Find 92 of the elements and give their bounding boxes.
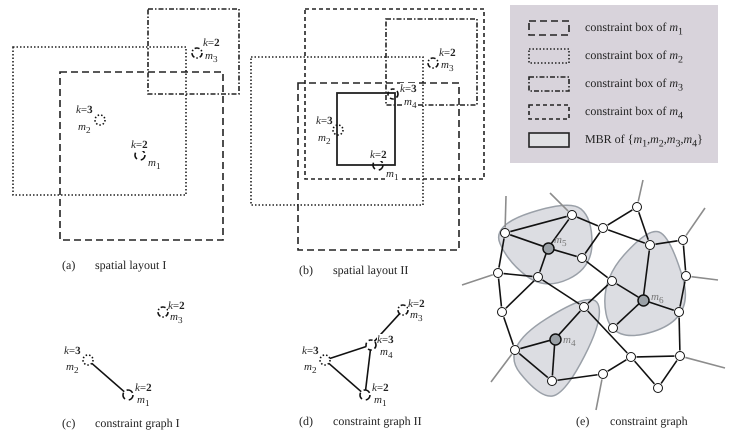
edge-line [584,232,600,254]
edge-line [587,284,609,304]
k-value-label: k=2 [370,149,387,161]
k-value-label: k=2 [372,382,389,394]
k-value-label: k=3 [64,345,81,357]
k-value-label: k=2 [408,298,425,310]
edge-line [328,362,362,392]
dangling-edge-line [549,192,569,212]
panel-letter: (c) [62,417,76,430]
node-circle [598,222,608,232]
node-circle [652,382,662,392]
edge-line [648,300,674,312]
panel-caption: constraint graph I [95,417,180,430]
edge-line [616,283,639,298]
k-value-label: k=3 [377,334,394,346]
edge-line [539,252,547,272]
edge-line [607,359,627,372]
edge-line [91,362,125,392]
legend-text: constraint box of m$_{4}$ [585,105,683,122]
edge-line [679,281,686,307]
dangling-edge-line [685,356,726,369]
node-circle [678,234,688,244]
panel-caption: constraint graph [610,415,688,428]
k-value-label: k=2 [135,382,152,394]
dangling-edge-line [685,208,706,236]
k-value-label: k=3 [76,104,93,116]
node-circle [492,268,502,278]
edge-line [586,260,608,278]
edge-line [638,212,649,240]
panel-caption: constraint graph II [333,415,422,428]
panel-caption: spatial layout II [333,264,408,277]
panel-letter: (b) [299,264,313,277]
k-value-label: k=3 [316,115,333,127]
edge-line [503,316,514,346]
dangling-edge-line [691,276,718,281]
node-label: m$_{4}$ [563,334,576,350]
legend-text: constraint box of m$_{3}$ [585,77,683,94]
node-label: m$_{6}$ [651,291,664,306]
node-label: m$_{5}$ [554,234,567,250]
legend-text: constraint box of m$_{1}$ [585,21,683,38]
node-circle [626,352,636,362]
node-circle [496,306,506,316]
edge-line [330,346,366,360]
edge-line [587,310,628,354]
k-value-label: k=2 [131,139,148,151]
edge-line [505,280,535,309]
edge-line [636,355,675,358]
edge-line [520,340,550,350]
panel-letter: (d) [299,415,313,428]
legend-text: constraint box of m$_{2}$ [585,49,683,66]
panel-letter: (e) [576,415,590,428]
dangling-edge-line [595,379,603,410]
k-value-label: k=2 [439,47,456,59]
legend-text: MBR of {m$_{1}$,m$_{2}$,m$_{3}$,m$_{4}$} [585,133,703,150]
k-value-label: k=2 [168,300,185,312]
edge-line [542,279,580,305]
edge-line [558,310,581,336]
panel-letter: (a) [62,259,76,272]
edge-line [682,245,686,271]
edge-line [678,317,681,351]
dangling-edge-line [490,354,512,382]
dangling-edge-line [637,180,644,202]
edge-line [607,209,633,226]
edge-line [510,234,544,247]
dangling-edge-line [504,196,507,228]
edge-line [374,313,400,342]
node-circle [674,350,684,360]
edge-line [498,238,505,268]
edge-line [576,216,598,227]
edge-line [634,360,655,384]
edge-line [550,218,570,244]
node-circle [510,344,520,354]
edge-line [503,272,533,278]
edge-line [608,229,646,244]
edge-line [655,240,678,245]
edge-line [552,344,556,376]
dangling-edge-line [462,274,494,286]
edge-line [364,350,372,390]
edge-line [557,374,598,382]
edge-line [642,250,650,295]
edge-line [498,278,502,307]
k-value-label: k=3 [400,83,417,95]
node-circle [632,202,642,212]
edge-line [616,303,640,325]
k-value-label: k=3 [302,345,319,357]
edge-line [660,360,678,384]
edge-line [553,248,577,258]
node-circle [598,368,608,378]
k-value-label: k=2 [203,37,220,49]
edge-line [510,216,567,232]
edge-line [518,352,548,378]
panel-caption: spatial layout I [95,259,166,272]
